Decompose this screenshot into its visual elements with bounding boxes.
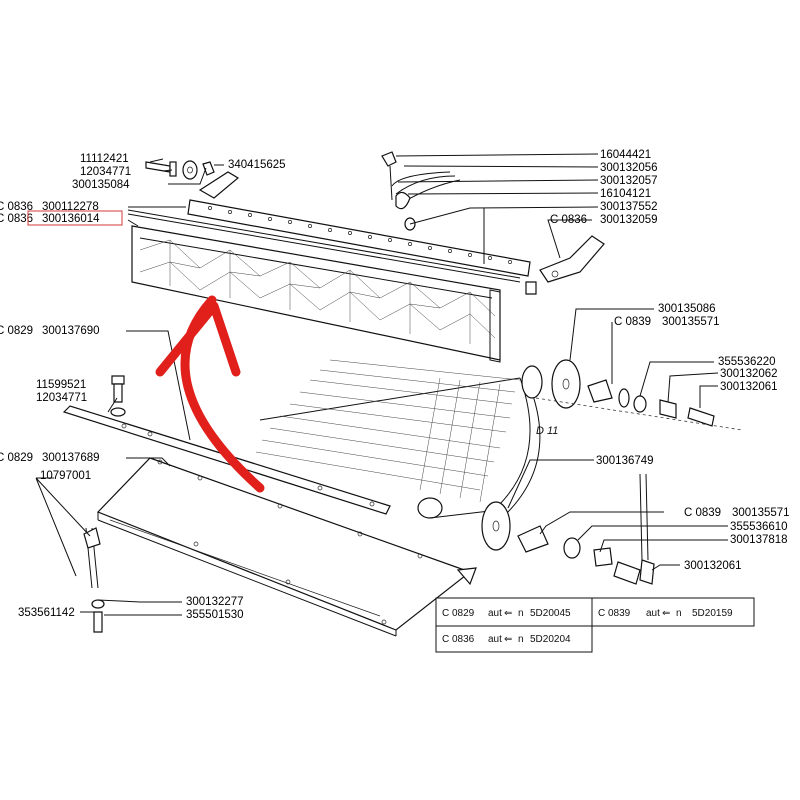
serial-table: C 0829 aut ⇐ n 5D20045 C 0839 aut ⇐ n 5D… xyxy=(435,597,755,653)
upper-beam-assembly xyxy=(127,171,605,295)
highlight-box xyxy=(27,210,123,226)
table-val-5d20045: 5D20045 xyxy=(530,608,571,619)
table-code-c0836: C 0836 xyxy=(442,634,475,645)
labels-left: 11112421 12034771 300135084 C 0836 30011… xyxy=(0,153,244,621)
label-c0829-b: C 0829 xyxy=(0,452,33,464)
table-aut-3: aut xyxy=(488,634,502,645)
label-11112421: 11112421 xyxy=(80,153,129,165)
concave-grate: D 11 xyxy=(255,359,558,519)
label-340415625: 340415625 xyxy=(228,159,286,171)
label-300135571-a: 300135571 xyxy=(662,316,720,328)
labels-right: 340415625 16044421 300132056 300132057 1… xyxy=(228,149,790,572)
label-c0829-a: C 0829 xyxy=(0,325,33,337)
table-code-c0839: C 0839 xyxy=(598,608,631,619)
leader-lines xyxy=(35,153,728,616)
label-11599521: 11599521 xyxy=(36,379,86,391)
support-rod-left xyxy=(83,527,105,633)
label-300136014: 300136014 xyxy=(42,213,100,225)
table-code-c0829: C 0829 xyxy=(442,608,475,619)
label-c0839-b: C 0839 xyxy=(684,507,721,519)
label-d11: D 11 xyxy=(536,425,558,437)
table-aut-1: aut xyxy=(488,608,502,619)
arrow-left-icon: ⇐ xyxy=(662,608,670,619)
label-300132061-b: 300132061 xyxy=(684,560,742,572)
label-10797001: 10797001 xyxy=(40,470,91,482)
table-n-1: n xyxy=(518,608,524,619)
label-16044421: 16044421 xyxy=(600,149,651,161)
label-300137690: 300137690 xyxy=(42,325,100,337)
arrow-left-icon: ⇐ xyxy=(504,608,512,619)
label-c0836-b: C 0836 xyxy=(0,213,33,225)
label-355536220: 355536220 xyxy=(718,356,776,368)
label-355536610: 355536610 xyxy=(730,521,788,533)
table-val-5d20159: 5D20159 xyxy=(692,608,733,619)
label-300137818: 300137818 xyxy=(730,534,788,546)
table-val-5d20204: 5D20204 xyxy=(530,634,571,645)
label-300132056: 300132056 xyxy=(600,162,658,174)
label-300132061-a: 300132061 xyxy=(720,381,778,393)
label-300132059: 300132059 xyxy=(600,214,658,226)
right-hardware-lower xyxy=(481,473,655,585)
label-12034771-bottom: 12034771 xyxy=(36,392,87,404)
label-300137552: 300137552 xyxy=(600,201,658,213)
label-300132277: 300132277 xyxy=(186,596,244,608)
label-355501530: 355501530 xyxy=(186,609,244,621)
screen-panel xyxy=(131,225,501,363)
label-300137689: 300137689 xyxy=(42,452,100,464)
label-c0836-a: C 0836 xyxy=(0,201,33,213)
arrow-left-icon: ⇐ xyxy=(504,634,512,645)
right-hardware-upper xyxy=(535,359,743,431)
bottom-pan xyxy=(96,457,477,637)
bolt-set-top xyxy=(145,160,215,180)
label-300132057: 300132057 xyxy=(600,175,658,187)
label-300135084: 300135084 xyxy=(72,179,130,191)
label-300132062: 300132062 xyxy=(720,368,778,380)
label-353561142: 353561142 xyxy=(18,607,75,619)
top-divider-rod xyxy=(381,151,461,231)
label-300112278: 300112278 xyxy=(42,201,99,213)
table-aut-2: aut xyxy=(646,608,660,619)
label-c0839-a: C 0839 xyxy=(614,316,651,328)
label-12034771-top: 12034771 xyxy=(80,166,131,178)
label-300136749: 300136749 xyxy=(596,455,654,467)
label-16104121: 16104121 xyxy=(600,188,651,200)
red-arrow xyxy=(155,295,265,493)
label-300135571-b: 300135571 xyxy=(732,507,790,519)
label-300135086: 300135086 xyxy=(658,303,716,315)
label-c0836-right: C 0836 xyxy=(550,214,587,226)
table-n-3: n xyxy=(518,634,524,645)
table-n-2: n xyxy=(676,608,682,619)
